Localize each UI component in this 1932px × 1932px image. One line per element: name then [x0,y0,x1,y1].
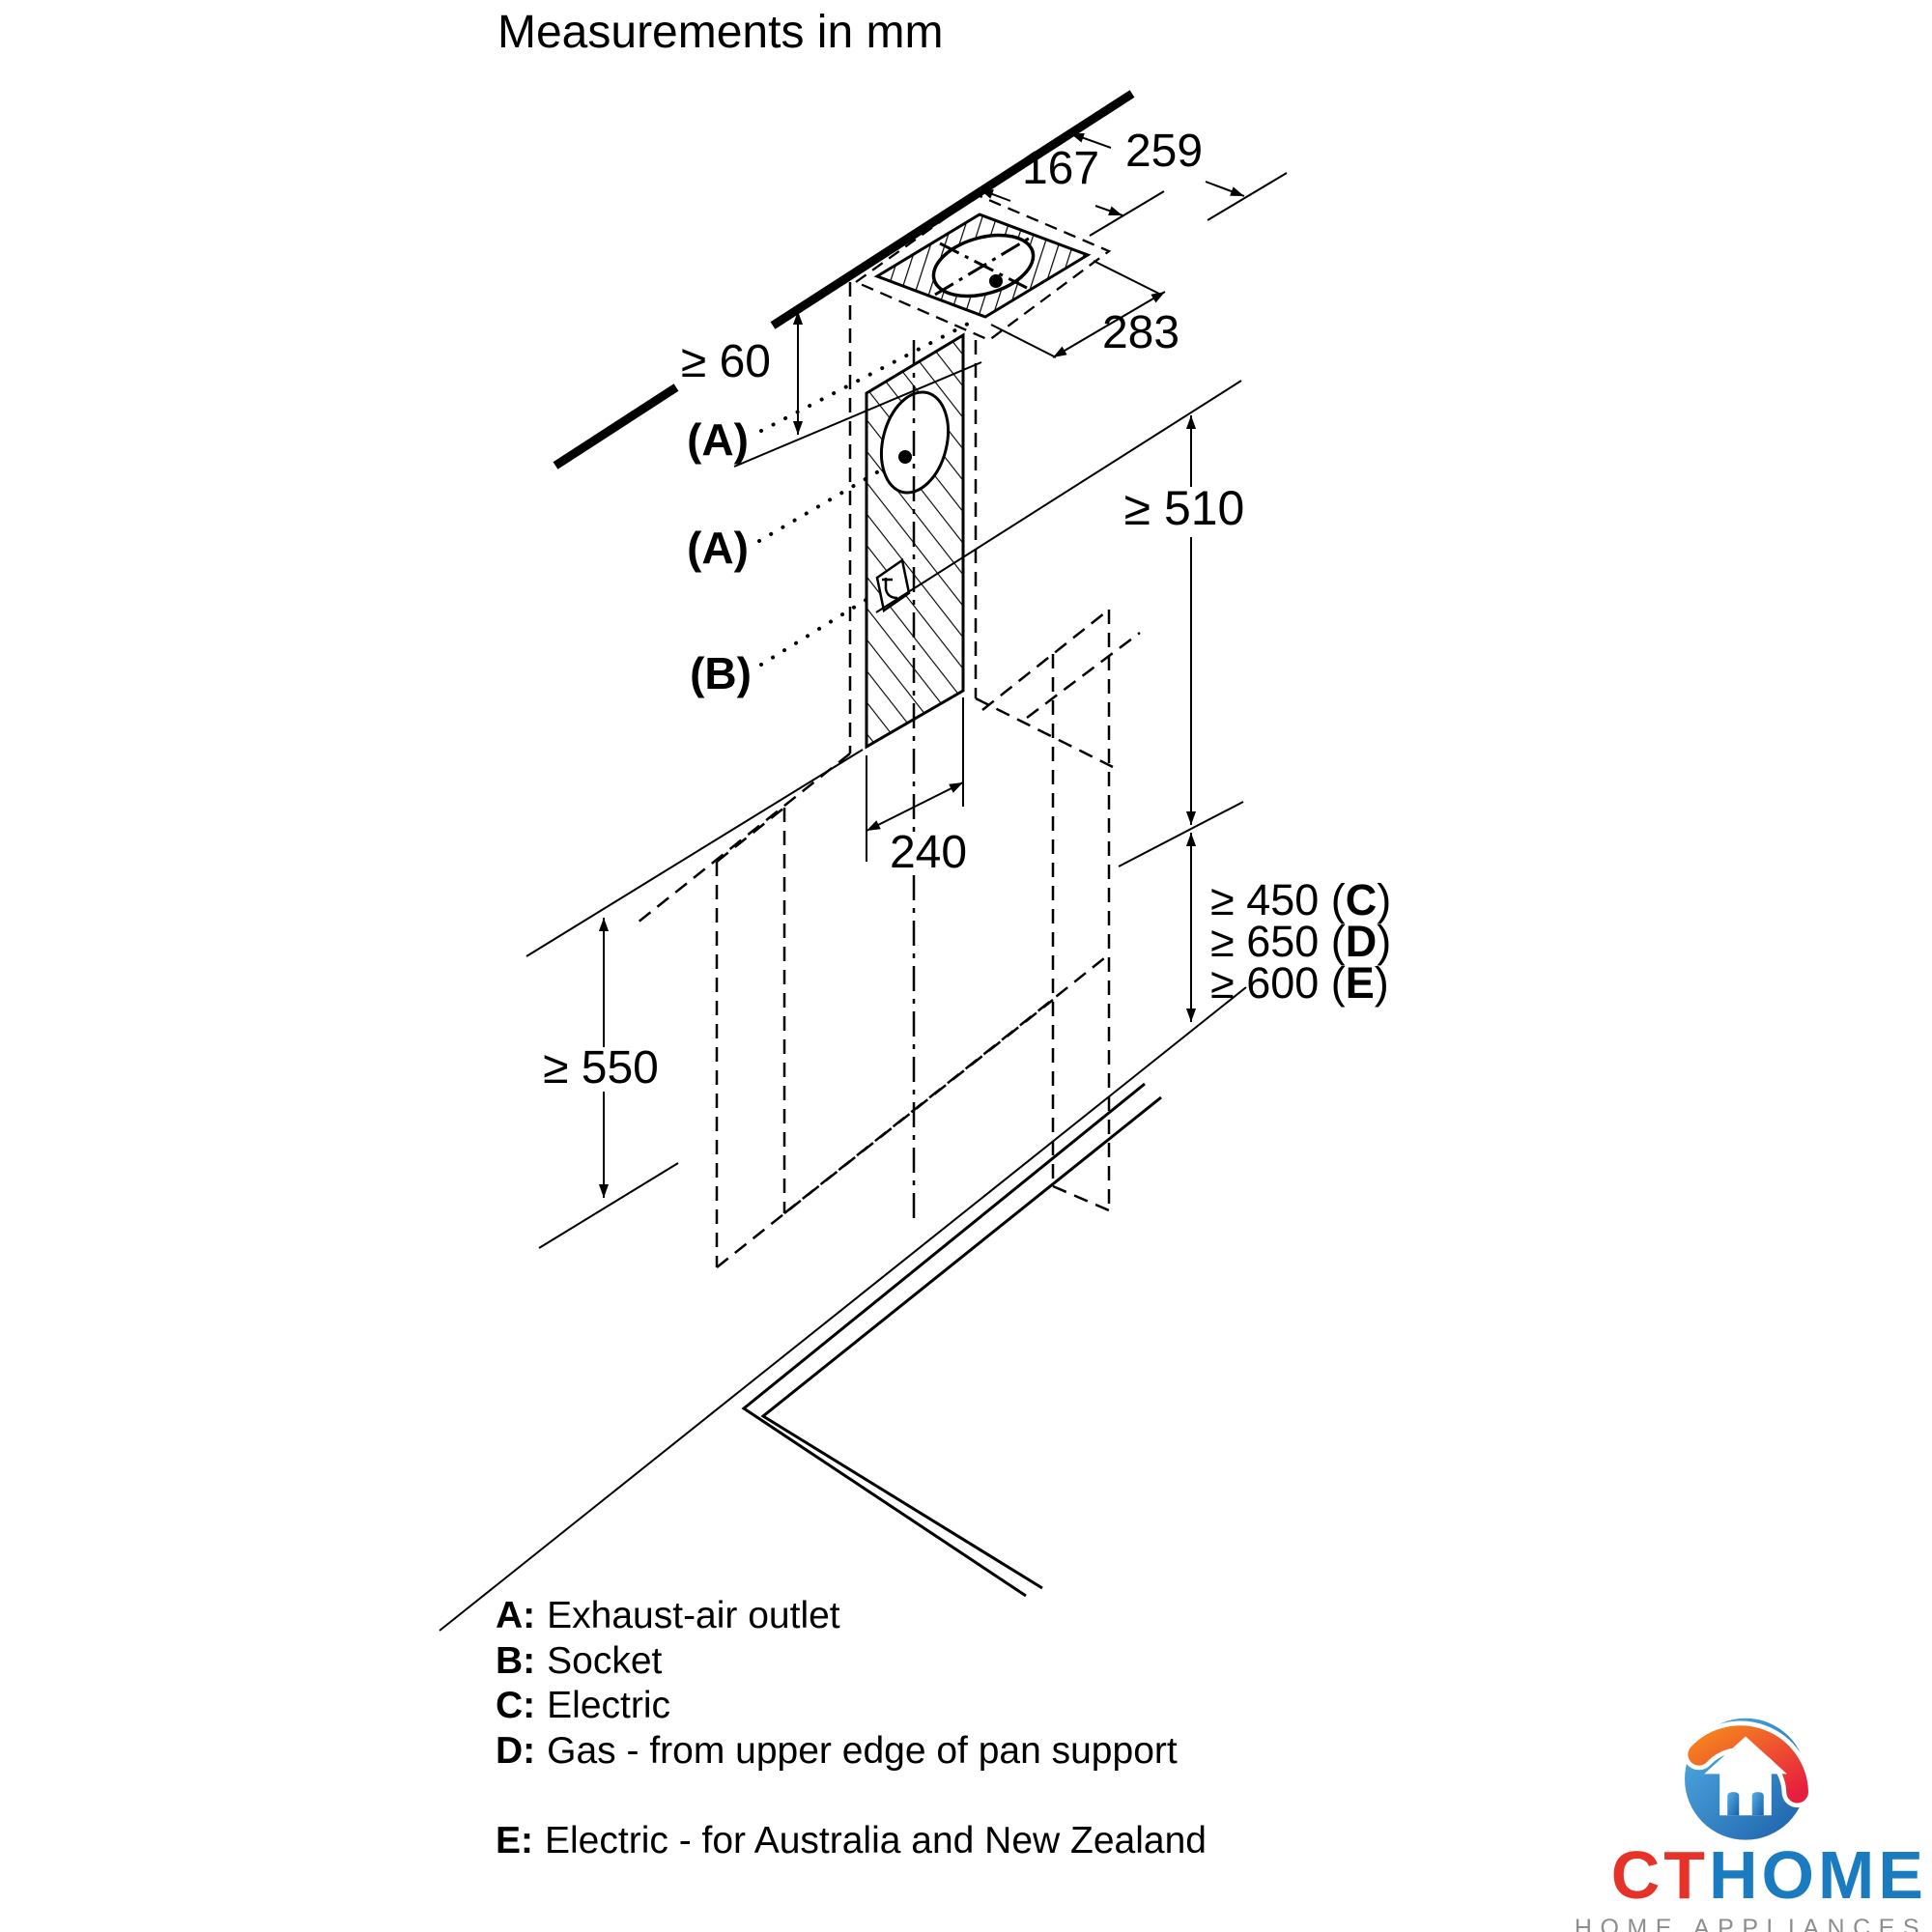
wall-outlet-dot [898,450,912,464]
hob-dashed-outline [715,807,1110,1268]
legend-item-d: D: Gas - from upper edge of pan support [496,1729,1178,1775]
dim-240-label: 240 [890,827,967,878]
dim-60: ≥ 60 [681,311,982,468]
socket-guide-line [875,380,1242,613]
page-title: Measurements in mm [497,7,944,58]
cthome-logo-icon [1683,1718,1810,1840]
counter-edge [439,986,1247,1632]
callout-socket: (B) [690,648,752,698]
dim-60-label: ≥ 60 [681,336,771,387]
dim-650-label: ≥ 650 (D) [1210,917,1391,966]
dim-167: 167 [979,143,1165,237]
legend-item-b: B: Socket [496,1639,1178,1685]
legend-text-c: Electric [547,1685,671,1726]
cthome-logo: CTHOME HOME APPLIANCES [1546,1710,1932,1932]
legend-item-e: E: Electric - for Australia and New Zeala… [496,1819,1207,1864]
legend-text-e: Electric - for Australia and New Zealand [545,1820,1207,1861]
dim-259-label: 259 [1125,126,1203,177]
legend-text-a: Exhaust-air outlet [547,1595,840,1636]
dim-283: 283 [990,260,1179,358]
legend-item-c: C: Electric [496,1684,1178,1729]
cthome-wordmark: CTHOME [1546,1841,1927,1909]
hob-top-guide-line [1118,801,1244,867]
dim-510-label: ≥ 510 [1124,481,1245,535]
hood-dashed-outline [637,282,1141,1208]
dim-600-label: ≥ 600 (E) [1210,958,1389,1008]
dim-283-label: 283 [1102,307,1179,358]
legend-text-d: Gas - from upper edge of pan support [547,1729,1178,1772]
legend-key-b: B: [496,1639,536,1682]
legend-key-e: E: [496,1820,533,1861]
ceiling-line [553,90,1135,469]
callout-outlet-wall: (A) [687,523,749,573]
duct-center-dot [989,274,1003,288]
legend-key-a: A: [496,1595,536,1636]
legend: A: Exhaust-air outlet B: Socket C: Electric… [496,1594,1178,1774]
house-icon [1704,1736,1787,1816]
logo-home: HOME [1709,1837,1927,1913]
legend-item-a: A: Exhaust-air outlet [496,1594,1178,1639]
dim-259: 259 [1069,126,1288,221]
dim-167-label: 167 [1022,143,1099,194]
logo-ct: CT [1610,1837,1709,1913]
ceiling-duct-cutout [853,193,1112,342]
dim-550-label: ≥ 550 [543,1042,659,1094]
dim-550: ≥ 550 [526,749,864,1249]
legend-text-b: Socket [547,1639,663,1682]
legend-key-c: C: [496,1685,536,1726]
cthome-tagline: HOME APPLIANCES [1574,1915,1927,1932]
legend-footnote: E: Electric - for Australia and New Zeala… [496,1819,1207,1864]
callout-outlet-ceiling: (A) [687,414,749,465]
legend-key-d: D: [496,1729,536,1772]
dim-hob-clearance: ≥ 450 (C) ≥ 650 (D) ≥ 600 (E) [1185,833,1391,1022]
dim-450-label: ≥ 450 (C) [1210,875,1391,924]
dim-510: ≥ 510 [1124,415,1245,825]
dim-240: 240 [866,697,967,878]
socket-symbol [875,557,911,613]
